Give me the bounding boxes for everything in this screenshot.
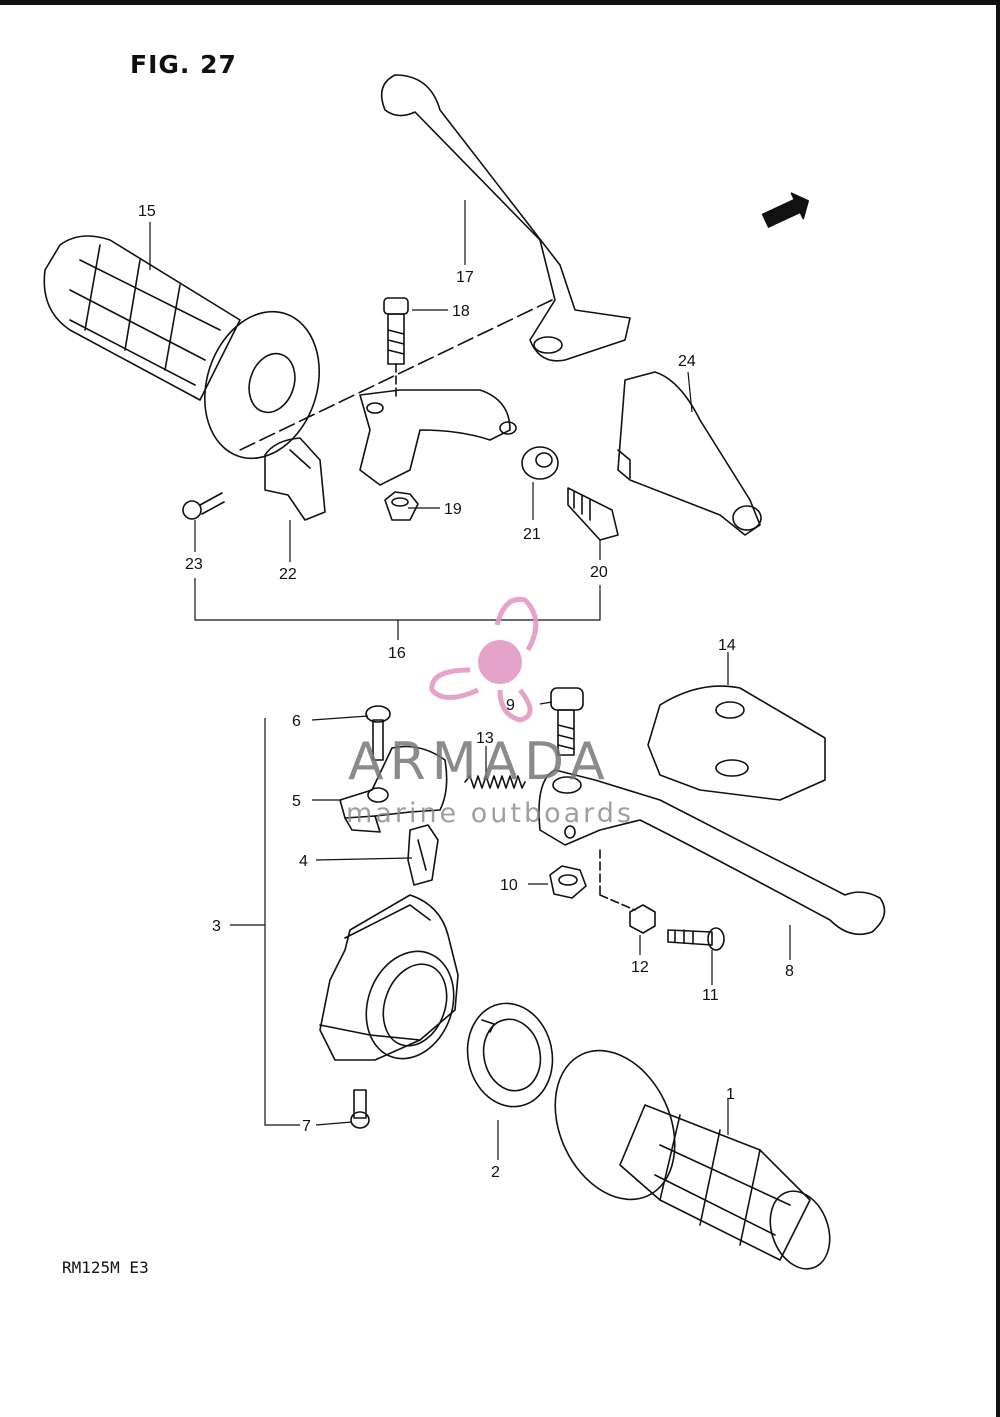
bracket-clamp-drawing <box>264 437 326 521</box>
callout-16: 16 <box>388 645 406 662</box>
switch-mount-nut-drawing <box>549 865 587 899</box>
callout-6: 6 <box>292 713 301 730</box>
callout-14: 14 <box>718 637 736 654</box>
callout-15: 15 <box>138 203 156 220</box>
model-code: RM125M E3 <box>62 1258 149 1277</box>
lever-pivot-bolt-drawing <box>550 687 584 756</box>
callout-13: 13 <box>476 730 494 747</box>
callout-18: 18 <box>452 303 470 320</box>
watermark-tagline: marine outboards <box>346 798 635 829</box>
right-grip-drawing <box>554 1049 831 1270</box>
housing-screw-drawing <box>350 1089 370 1129</box>
lever-adjust-screw-drawing <box>667 927 725 951</box>
lever-spring-drawing <box>464 775 526 789</box>
lever-nut-drawing <box>629 904 656 934</box>
callout-24: 24 <box>678 353 696 370</box>
cable-adjuster-drawing <box>567 487 619 541</box>
callout-23: 23 <box>185 556 203 573</box>
figure-title: FIG. 27 <box>130 50 237 79</box>
switch-screw-drawing <box>365 705 391 761</box>
clamp-screw-drawing <box>182 492 225 520</box>
callout-4: 4 <box>299 853 308 870</box>
frame-top-border <box>0 0 1000 5</box>
callout-19: 19 <box>444 501 462 518</box>
frame-right-border <box>996 0 1000 1417</box>
callout-3: 3 <box>212 918 221 935</box>
left-grip-drawing <box>43 235 321 460</box>
callout-labels: 1 2 3 4 5 6 7 8 9 10 11 12 13 14 15 16 1… <box>138 203 794 1181</box>
watermark-propeller-logo <box>429 596 539 723</box>
hand-lever-drawing <box>538 769 886 936</box>
switch-housing-drawing <box>319 894 459 1061</box>
clutch-lever-drawing <box>380 74 631 362</box>
callout-12: 12 <box>631 959 649 976</box>
callout-8: 8 <box>785 963 794 980</box>
callout-20: 20 <box>590 564 608 581</box>
switch-cover-drawing <box>647 685 826 801</box>
callout-10: 10 <box>500 877 518 894</box>
callout-5: 5 <box>292 793 301 810</box>
callout-22: 22 <box>279 566 297 583</box>
callout-21: 21 <box>523 526 541 543</box>
callout-7: 7 <box>302 1118 311 1135</box>
callout-1: 1 <box>726 1086 735 1103</box>
callout-17: 17 <box>456 269 474 286</box>
bracket-nut-drawing <box>384 491 419 521</box>
throttle-collar-drawing <box>466 1002 554 1108</box>
pivot-bolt-drawing <box>383 297 409 365</box>
lever-boot-drawing <box>617 371 762 536</box>
callout-11: 11 <box>702 987 719 1004</box>
lever-bracket-drawing <box>359 389 517 486</box>
fwd-arrow-badge <box>761 192 810 228</box>
callout-2: 2 <box>491 1164 500 1181</box>
switch-plate-drawing <box>339 745 448 833</box>
watermark-brand: ARMADA <box>348 732 611 792</box>
adjuster-locknut-drawing <box>521 446 559 480</box>
callout-9: 9 <box>506 697 515 714</box>
switch-insert-drawing <box>407 824 439 886</box>
